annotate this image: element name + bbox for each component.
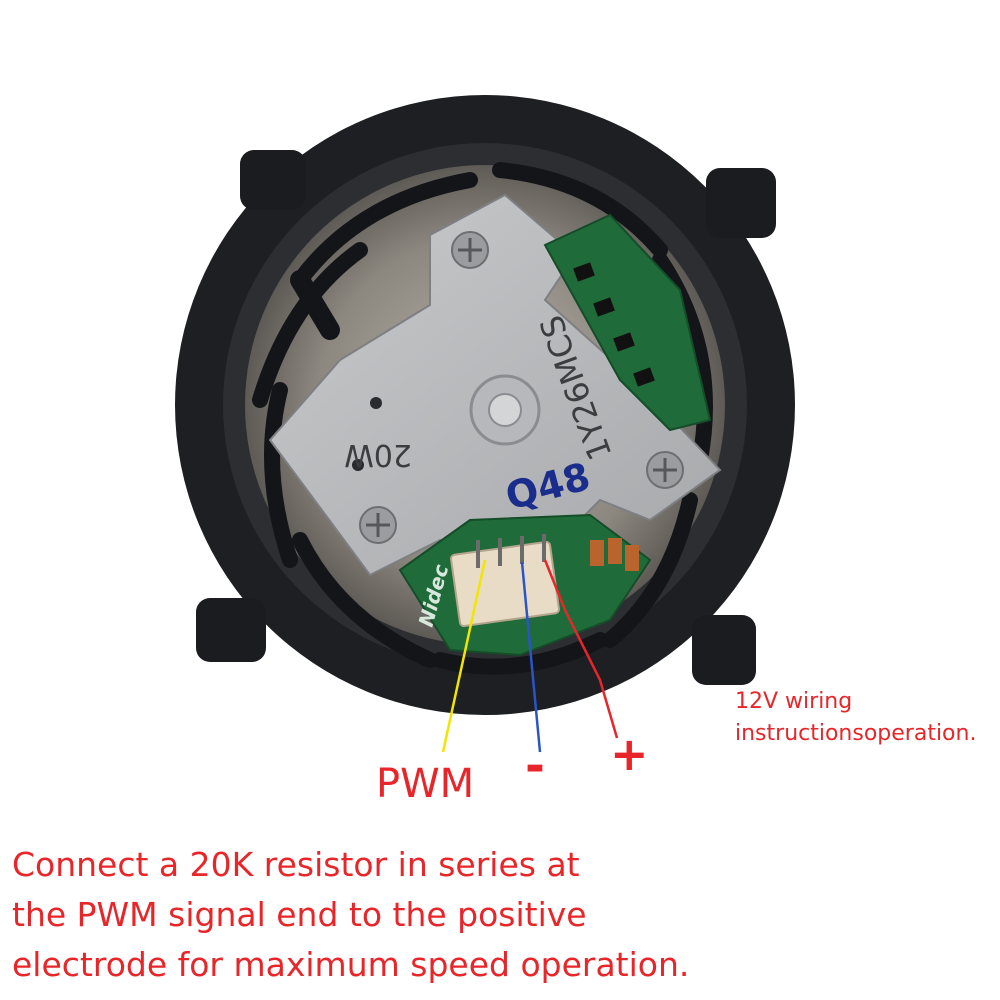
positive-label: + bbox=[610, 727, 649, 781]
annotation-lines bbox=[441, 559, 619, 753]
resistor-note: Connect a 20K resistor in series at the … bbox=[12, 840, 689, 990]
negative-label: - bbox=[525, 738, 545, 794]
wiring-line-2: instructionsoperation. bbox=[735, 721, 977, 746]
plate-marking-20w: 20W bbox=[344, 437, 412, 472]
upper-circuit-board bbox=[543, 213, 712, 432]
negative-wire-line bbox=[520, 561, 542, 753]
wiring-instructions: 12V wiring instructionsoperation. bbox=[735, 686, 976, 750]
wiring-line-1: 12V wiring bbox=[735, 689, 853, 714]
note-line-2: the PWM signal end to the positive bbox=[12, 895, 587, 934]
fan-blades bbox=[252, 162, 713, 675]
pwm-label: PWM bbox=[376, 761, 475, 807]
note-line-1: Connect a 20K resistor in series at bbox=[12, 845, 580, 884]
positive-wire-line bbox=[543, 559, 619, 739]
note-line-3: electrode for maximum speed operation. bbox=[12, 945, 690, 984]
pwm-wire-line bbox=[441, 559, 487, 753]
